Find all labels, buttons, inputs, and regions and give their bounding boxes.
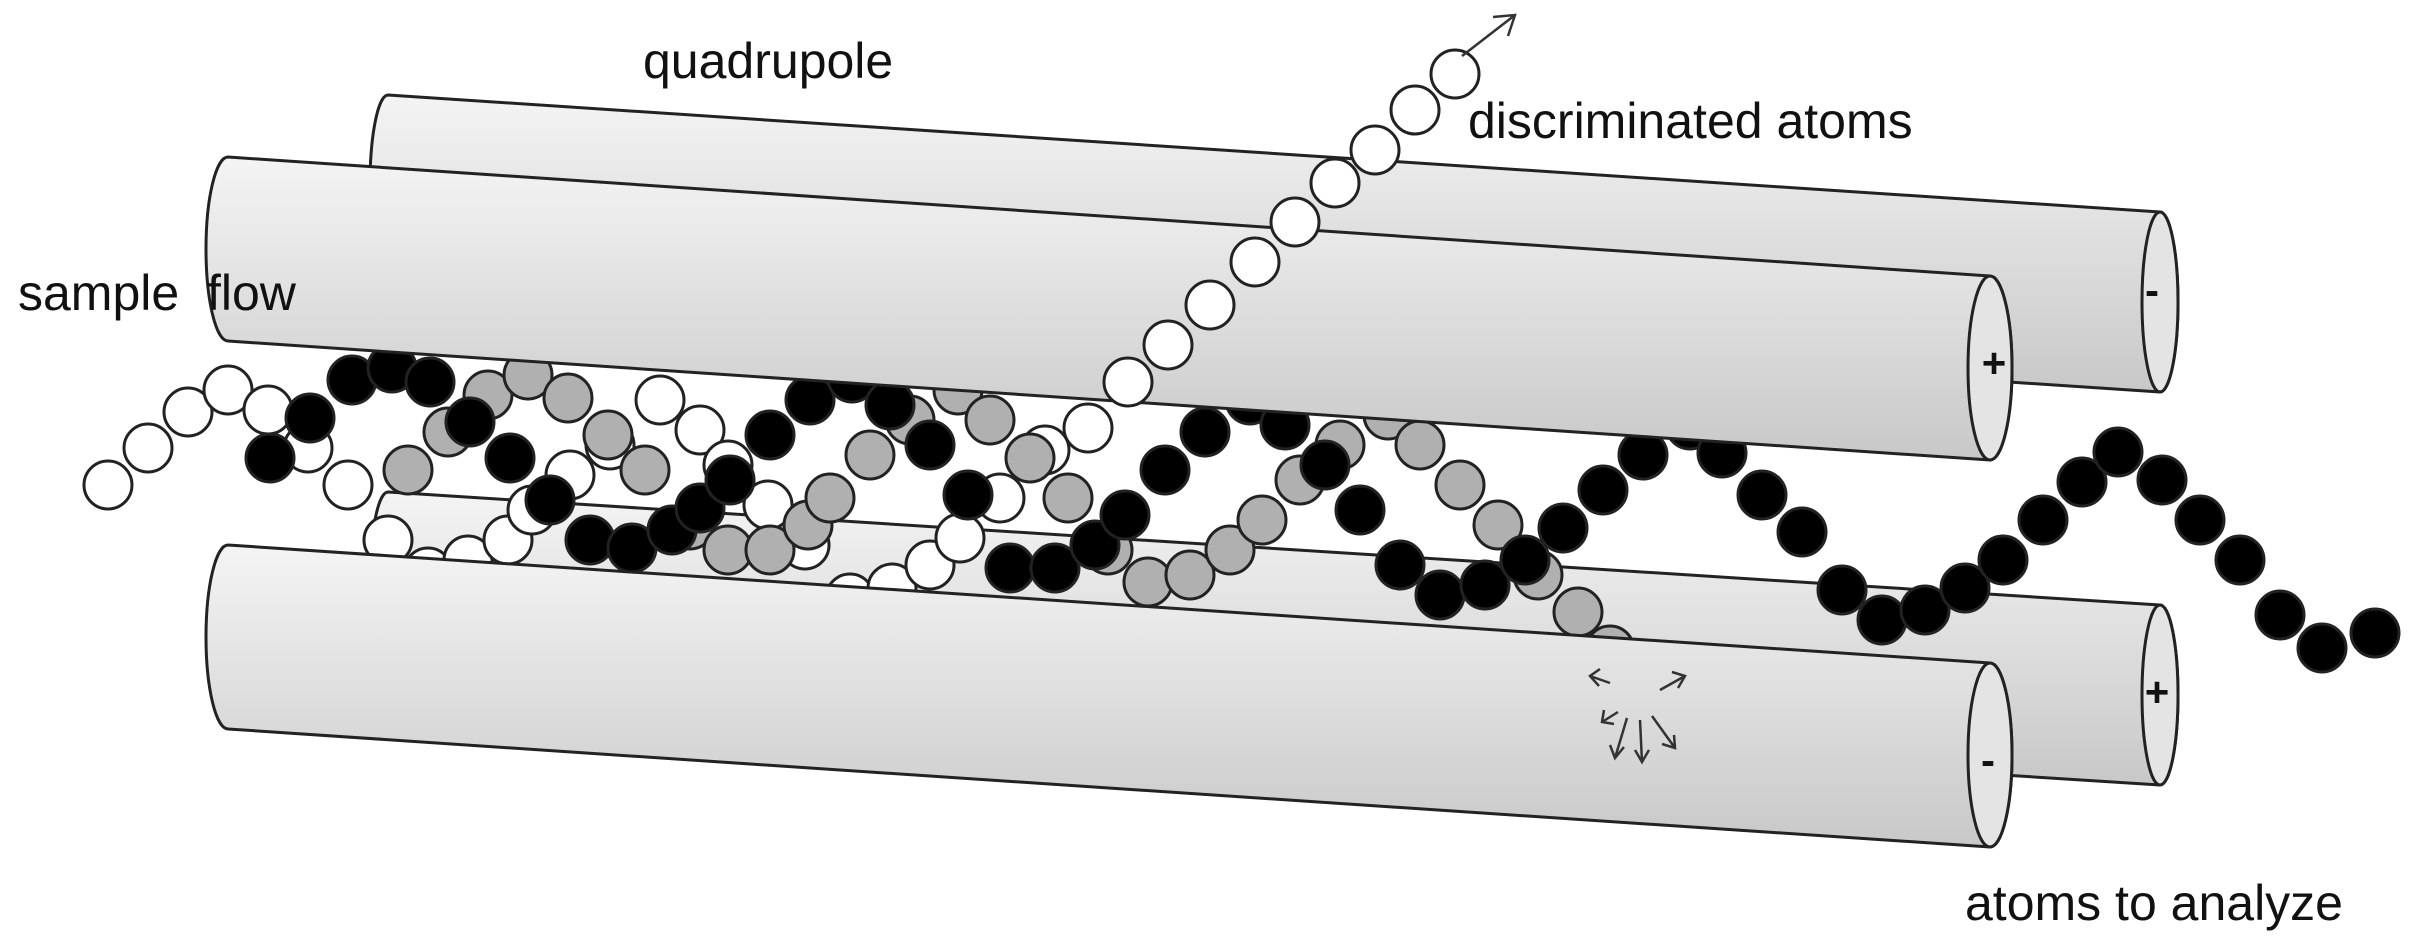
analyzed-atom (444, 396, 496, 448)
scattered-atom (1164, 549, 1216, 601)
discriminated-atom (1309, 157, 1361, 209)
analyzed-atom (2214, 534, 2266, 586)
discriminated-atom (1429, 48, 1481, 100)
rod-polarity-minus: - (1981, 737, 1995, 784)
analyzed-atom (1029, 542, 1081, 594)
discriminated-atom (1229, 236, 1281, 288)
analyzed-atom (244, 432, 296, 484)
scattered-atom (1236, 494, 1288, 546)
analyzed-atom (784, 374, 836, 426)
scattered-atom (1472, 499, 1524, 551)
discriminated-atom (1389, 84, 1441, 136)
analyzed-atom (1977, 534, 2029, 586)
analyzed-atom (484, 432, 536, 484)
analyzed-atom (2349, 607, 2401, 659)
discriminated-atom (322, 459, 374, 511)
scattered-atom (1552, 586, 1604, 638)
analyzed-atom (1856, 594, 1908, 646)
discriminated-atom (82, 459, 134, 511)
analyzed-atom (2296, 622, 2348, 674)
analyzed-atom (1459, 559, 1511, 611)
escape-arrow-icon (1461, 13, 1517, 57)
scattered-atom (619, 444, 671, 496)
analyzed-atom (1334, 484, 1386, 536)
analyzed-atom (1414, 569, 1466, 621)
analyzed-atom (1499, 534, 1551, 586)
discriminated-atoms-label: discriminated atoms (1468, 93, 1913, 149)
scattered-atom (1122, 556, 1174, 608)
sample-flow-label: sample flow (18, 265, 297, 321)
analyzed-atom (1139, 444, 1191, 496)
discriminated-atom (634, 374, 686, 426)
analyzed-atom (2092, 426, 2144, 478)
rod-polarity-plus: + (1982, 340, 2007, 387)
analyzed-atom (564, 514, 616, 566)
analyzed-atom (1776, 506, 1828, 558)
analyzed-atom (284, 392, 336, 444)
analyzed-atom (1736, 469, 1788, 521)
analyzed-atom (904, 419, 956, 471)
discriminated-atom (202, 364, 254, 416)
scatter-arrows-icon (1588, 667, 1687, 765)
discriminated-atom (1142, 319, 1194, 371)
analyzed-atom (1939, 562, 1991, 614)
analyzed-atom (2056, 456, 2108, 508)
scattered-atom (804, 472, 856, 524)
discriminated-atom (674, 404, 726, 456)
analyzed-atom (2254, 589, 2306, 641)
scattered-atom (844, 429, 896, 481)
analyzed-atom (1899, 584, 1951, 636)
scattered-atom (1004, 432, 1056, 484)
analyzed-atom (2174, 494, 2226, 546)
scattered-atom (1042, 472, 1094, 524)
discriminated-atom (1062, 402, 1114, 454)
discriminated-atom (122, 422, 174, 474)
rod-polarity-plus: + (2145, 669, 2170, 716)
quadrupole-label: quadrupole (643, 33, 893, 89)
discriminated-atom (162, 386, 214, 438)
analyzed-atom (1099, 489, 1151, 541)
scattered-atom (744, 524, 796, 576)
analyzed-atom (942, 469, 994, 521)
discriminated-atom (242, 384, 294, 436)
analyzed-atom (1537, 502, 1589, 554)
analyzed-atom (1816, 564, 1868, 616)
scattered-atom (582, 409, 634, 461)
discriminated-atom (1184, 279, 1236, 331)
rod-front-bottom: - (204, 543, 2014, 849)
scattered-atom (542, 372, 594, 424)
discriminated-atom (934, 512, 986, 564)
analyzed-atom (1577, 464, 1629, 516)
discriminated-atoms-path (1102, 48, 1481, 408)
scattered-atom (1434, 459, 1486, 511)
analyzed-atom (1374, 539, 1426, 591)
scattered-atom (1204, 524, 1256, 576)
discriminated-atom (1269, 196, 1321, 248)
atoms-to-analyze-label: atoms to analyze (1965, 875, 2343, 931)
analyzed-atom (704, 454, 756, 506)
scattered-atom (1394, 419, 1446, 471)
analyzed-atom (2017, 494, 2069, 546)
analyzed-atom (744, 409, 796, 461)
rod-front-top: + (204, 155, 2014, 462)
scattered-atom (964, 394, 1016, 446)
analyzed-atom (1299, 439, 1351, 491)
rod-polarity-minus: - (2145, 267, 2159, 314)
discriminated-atom (1349, 124, 1401, 176)
analyzed-atom (524, 474, 576, 526)
analyzed-atom (2136, 454, 2188, 506)
discriminated-atom (1102, 356, 1154, 408)
analyzed-atom (404, 356, 456, 408)
scattered-atom (382, 444, 434, 496)
analyzed-atom (984, 542, 1036, 594)
analyzed-atom (1179, 406, 1231, 458)
